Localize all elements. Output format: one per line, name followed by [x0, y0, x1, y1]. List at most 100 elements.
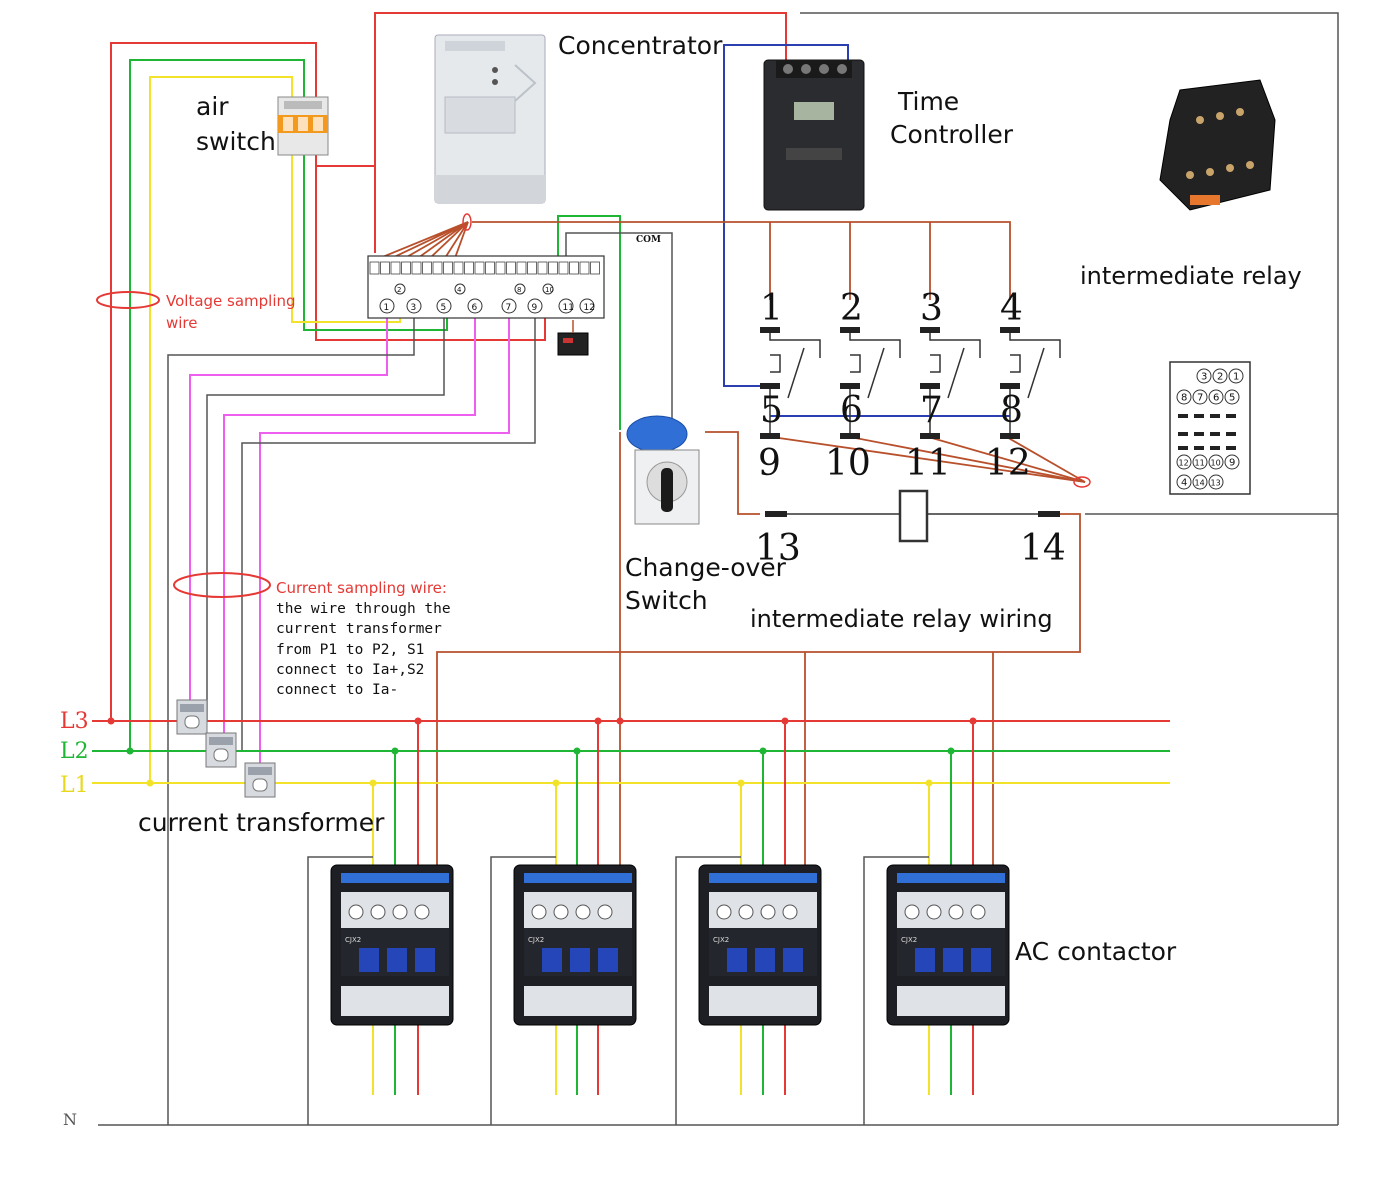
left-feed-wires — [110, 42, 546, 783]
meter-terminal-label: 8 — [517, 286, 521, 294]
contactor-aux-window — [971, 948, 991, 972]
ac-contactor-label: AC contactor — [1015, 937, 1177, 966]
relay-terminal-label: 9 — [758, 443, 781, 484]
meter-terminal — [467, 298, 483, 314]
meter-terminal — [436, 298, 452, 314]
relay-contact-bracket — [770, 354, 781, 373]
meter-top-terminal — [443, 261, 453, 275]
contactor-aux-window — [542, 948, 562, 972]
socket-pin — [1192, 389, 1208, 405]
phase-label-l2: L2 — [60, 739, 89, 764]
meter-terminal-label: 4 — [457, 286, 462, 294]
current-sampling-wires — [189, 300, 510, 765]
meter-top-terminal — [590, 261, 600, 275]
relay-contact-no — [1000, 383, 1020, 389]
outer-frame — [800, 12, 1339, 1125]
meter-terminal-label: 2 — [397, 286, 401, 294]
contactor-screw — [392, 904, 408, 920]
ac-contactor-3: CJX2 — [698, 864, 822, 1026]
contactor-aux-window — [598, 948, 618, 972]
socket-pin — [1176, 389, 1192, 405]
concentrator-label: Concentrator — [558, 31, 723, 60]
relay-wiring-label: intermediate relay wiring — [750, 605, 1053, 633]
contactor-aux-window — [359, 948, 379, 972]
contactor-bottom-row — [341, 986, 449, 1016]
socket-pin — [1212, 368, 1228, 384]
meter-top-terminal — [464, 261, 474, 275]
socket-contact — [1178, 414, 1188, 418]
contactor-bottom-row — [524, 986, 632, 1016]
meter-terminal-label: 9 — [532, 303, 538, 313]
current-sampling-title: Current sampling wire: — [276, 579, 447, 597]
relay-contact-arm — [1027, 347, 1045, 399]
meter-top-terminal — [453, 261, 464, 275]
relay-terminal-label: 5 — [760, 390, 783, 431]
contactor-aux-window — [387, 948, 407, 972]
contactor-screw — [348, 904, 364, 920]
socket-pin — [1192, 474, 1208, 490]
contactor-screw — [716, 904, 732, 920]
relay-terminal-label: 8 — [1000, 390, 1023, 431]
socket-pin-label: 9 — [1229, 458, 1235, 469]
current-sampling-line-3: from P1 to P2, S1 — [276, 642, 424, 658]
relay-contact-bracket — [930, 354, 941, 373]
phase-label-l1: L1 — [60, 773, 89, 798]
contactor-screw — [575, 904, 591, 920]
contactor-top-strip — [524, 873, 632, 883]
relay-contact-no — [920, 383, 940, 389]
relay-contact-top — [1000, 327, 1020, 333]
time-controller-device — [763, 59, 865, 211]
relay-coil-wires — [379, 221, 1086, 870]
meter-terminal — [542, 283, 554, 295]
contactor-model-label: CJX2 — [528, 936, 544, 944]
meter-top-terminal — [516, 261, 527, 275]
relay-contact-no — [840, 383, 860, 389]
socket-pin-label: 4 — [1181, 478, 1187, 489]
contactor-aux-window — [727, 948, 747, 972]
socket-pin-label: 11 — [1195, 459, 1205, 468]
relay-contact-top — [920, 327, 940, 333]
meter-terminal-label: 6 — [472, 303, 478, 313]
contactor-screw — [553, 904, 569, 920]
relay-contact-link — [769, 333, 821, 358]
socket-contact — [1194, 446, 1204, 450]
meter-top-terminal — [548, 261, 558, 275]
socket-pin-label: 6 — [1213, 393, 1219, 404]
voltage-sampling-label-1: Voltage sampling — [166, 292, 296, 310]
relay-contact-link — [929, 333, 981, 358]
switch-feed-wire — [557, 215, 673, 430]
contactor-screw — [926, 904, 942, 920]
socket-pin — [1224, 454, 1240, 470]
meter-terminal-label: 1 — [384, 303, 390, 313]
relay-contact-link — [1009, 333, 1061, 358]
relay-terminal-label: 11 — [905, 443, 951, 484]
air-switch-label-1: air — [196, 92, 229, 121]
contactor-drops — [307, 721, 974, 1125]
neutral-drop — [490, 856, 556, 1125]
neutral-drop — [675, 856, 741, 1125]
current-transformer-1 — [176, 699, 208, 735]
neutral-drop — [307, 856, 373, 1125]
current-sampling-line-5: connect to Ia- — [276, 682, 398, 698]
socket-contact — [1178, 432, 1188, 436]
relay-contact-common — [920, 433, 940, 439]
relay-contact-link — [849, 333, 901, 358]
meter-terminal — [454, 283, 466, 295]
meter-top-terminal — [537, 261, 548, 275]
voltage-sampling-marker — [96, 291, 160, 309]
contactor-top-strip — [709, 873, 817, 883]
socket-contact — [1226, 446, 1236, 450]
contactor-bottom-row — [709, 986, 817, 1016]
contactor-model-label: CJX2 — [713, 936, 729, 944]
socket-contact — [1210, 414, 1220, 418]
relay-terminal-label: 3 — [920, 288, 943, 329]
relay-terminal-label: 2 — [840, 288, 863, 329]
relay-terminal-label: 10 — [825, 443, 871, 484]
meter-terminal-label: 7 — [506, 303, 512, 313]
socket-pin — [1176, 454, 1192, 470]
